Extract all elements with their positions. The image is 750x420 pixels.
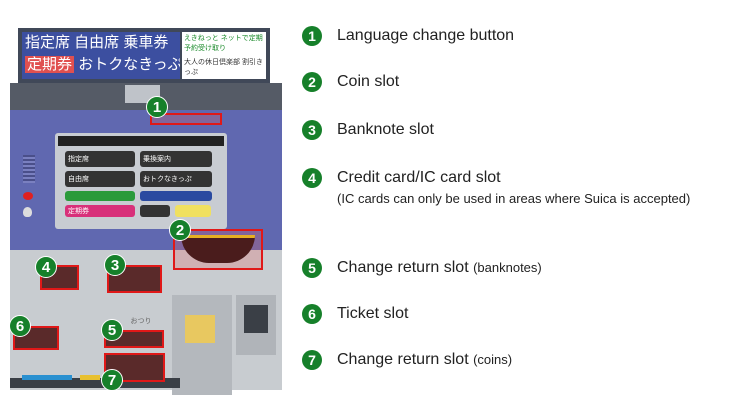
- legend-suffix: (banknotes): [473, 260, 542, 275]
- legend-label: Ticket slot: [337, 305, 409, 322]
- screen-button-card[interactable]: [175, 205, 211, 217]
- screen-header: [58, 136, 224, 146]
- screen-button-ticket[interactable]: [140, 205, 170, 217]
- sign-services-bottom: 大人の休日倶楽部 割引きっぷ: [184, 59, 263, 76]
- legend-note: (IC cards can only be used in areas wher…: [337, 191, 691, 206]
- screen-button-otona[interactable]: [140, 191, 212, 201]
- legend: 1 Language change button 2 Coin slot 3 B…: [302, 0, 750, 420]
- legend-label: Language change button: [337, 27, 515, 44]
- legend-number-icon: 5: [302, 258, 322, 278]
- card-slot[interactable]: [40, 265, 79, 290]
- legend-number-icon: 2: [302, 72, 322, 92]
- legend-item-4: 4 Credit card/IC card slot (IC cards can…: [302, 168, 747, 208]
- blue-marker: [22, 375, 72, 380]
- screen-button-discount-tickets[interactable]: おトクなきっぷ: [140, 171, 212, 187]
- change-label: おつり: [130, 318, 152, 325]
- screen-button-online[interactable]: [65, 191, 135, 201]
- voice-guide-button[interactable]: [23, 207, 32, 217]
- legend-item-7: 7 Change return slot (coins): [302, 350, 512, 370]
- ticket-machine-illustration: 指定席 自由席 乗車券 定期券 おトクなきっぷ えきねっと ネットで定期 予約受…: [9, 25, 282, 395]
- yellow-marker: [80, 375, 100, 380]
- marker-5: 5: [101, 319, 123, 341]
- legend-item-2: 2 Coin slot: [302, 72, 399, 92]
- marker-6: 6: [9, 315, 31, 337]
- coin-tray: [181, 235, 255, 263]
- marker-1: 1: [146, 96, 168, 118]
- marker-4: 4: [35, 256, 57, 278]
- screen-button-unreserved-seat[interactable]: 自由席: [65, 171, 135, 187]
- legend-number-icon: 4: [302, 168, 322, 188]
- screen-button-route-guide[interactable]: 乗換案内: [140, 151, 212, 167]
- screen-button-commuter-pass[interactable]: 定期券: [65, 205, 135, 217]
- marker-3: 3: [104, 254, 126, 276]
- legend-label: Coin slot: [337, 73, 400, 90]
- sign-services: えきねっと ネットで定期 予約受け取り 大人の休日倶楽部 割引きっぷ: [182, 32, 266, 79]
- sign-ticket-types: 指定席 自由席 乗車券 定期券 おトクなきっぷ: [22, 32, 180, 79]
- legend-suffix: (coins): [473, 352, 513, 367]
- legend-number-icon: 6: [302, 304, 322, 324]
- touch-screen[interactable]: 指定席 乗換案内 自由席 おトクなきっぷ 定期券: [55, 133, 227, 229]
- machine-sign: 指定席 自由席 乗車券 定期券 おトクなきっぷ えきねっと ネットで定期 予約受…: [18, 28, 270, 83]
- keypad[interactable]: [185, 315, 215, 343]
- legend-item-1: 1 Language change button: [302, 26, 514, 46]
- keypad-area: [172, 295, 232, 395]
- legend-label: Banknote slot: [337, 121, 434, 138]
- sign-discount-tickets: おトクなきっぷ: [78, 56, 180, 73]
- legend-item-3: 3 Banknote slot: [302, 120, 434, 140]
- sign-services-top: えきねっと ネットで定期 予約受け取り: [184, 35, 263, 52]
- screen-button-reserved-seat[interactable]: 指定席: [65, 151, 135, 167]
- legend-item-5: 5 Change return slot (banknotes): [302, 258, 542, 278]
- legend-item-6: 6 Ticket slot: [302, 304, 408, 324]
- marker-2: 2: [169, 219, 191, 241]
- language-change-button[interactable]: [150, 113, 222, 125]
- marker-7: 7: [101, 369, 123, 391]
- qr-window: [244, 305, 268, 333]
- base-strip: [10, 378, 180, 388]
- speaker-grille: [23, 155, 35, 183]
- legend-label: Credit card/IC card slot: [337, 169, 501, 186]
- legend-label: Change return slot: [337, 351, 469, 368]
- legend-label: Change return slot: [337, 259, 469, 276]
- legend-number-icon: 1: [302, 26, 322, 46]
- sign-commuter-pass: 定期券: [25, 56, 75, 73]
- legend-number-icon: 3: [302, 120, 322, 140]
- legend-number-icon: 7: [302, 350, 322, 370]
- call-button[interactable]: [23, 192, 33, 200]
- sign-line-1: 指定席 自由席 乗車券: [25, 34, 169, 51]
